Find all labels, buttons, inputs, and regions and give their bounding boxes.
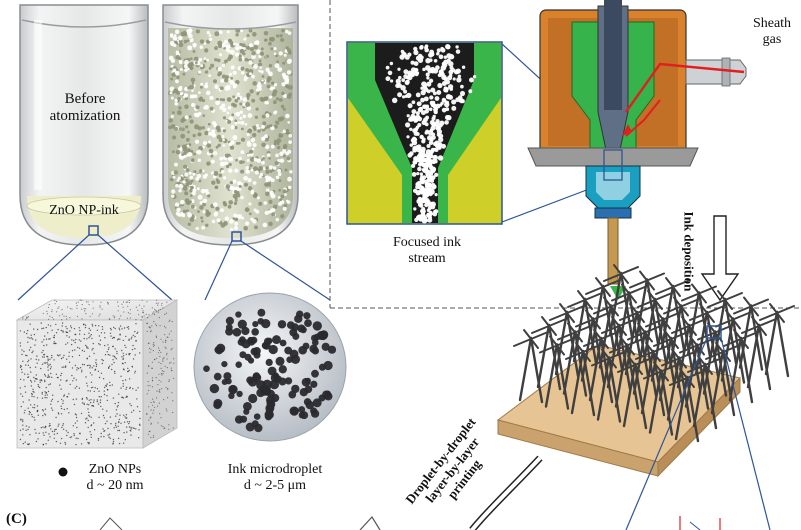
vial-before-atomization bbox=[19, 4, 149, 246]
cube-nanoparticle-dots bbox=[19, 299, 175, 446]
label-zno-line1: ZnO NPs bbox=[88, 462, 142, 477]
label-focused-line2: stream bbox=[408, 251, 446, 267]
label-microdroplet-line2: d ~ 2-5 μm bbox=[243, 478, 307, 494]
zoom-marker-ink bbox=[88, 225, 99, 236]
label-zno-line2: d ~ 20 nm bbox=[86, 478, 144, 494]
label-focused-line1: Focused ink bbox=[392, 235, 462, 250]
label-before-line1: Before bbox=[64, 91, 106, 107]
label-zno-nps: ZnO NPs d ~ 20 nm bbox=[70, 462, 160, 494]
arrow-down-icon bbox=[700, 215, 740, 302]
panel-label-c: (C) bbox=[6, 511, 27, 527]
label-sheath-gas: Sheath gas bbox=[744, 16, 800, 48]
zoom-marker-droplet bbox=[231, 231, 242, 242]
label-before-line2: atomization bbox=[49, 108, 121, 125]
panel-c-preview bbox=[99, 516, 721, 530]
label-before-atomization: Before atomization bbox=[40, 91, 130, 126]
label-sheath-line2: gas bbox=[762, 32, 782, 48]
stream-particles bbox=[385, 43, 477, 224]
vial-after-atomization bbox=[162, 4, 299, 246]
focused-stream-zoom bbox=[346, 41, 503, 225]
label-np-ink: ZnO NP-ink bbox=[49, 203, 119, 218]
lattice-struts bbox=[513, 264, 795, 443]
dot-icon bbox=[58, 467, 68, 477]
ink-microdroplet-sphere bbox=[193, 292, 347, 442]
printed-lattice bbox=[496, 264, 795, 478]
vial-droplet-speckle bbox=[167, 28, 293, 232]
label-sheath-line1: Sheath bbox=[752, 16, 792, 31]
printing-arrow bbox=[469, 455, 543, 530]
label-ink-deposition: Ink deposition bbox=[681, 211, 697, 292]
aerosol-nozzle bbox=[527, 0, 747, 300]
label-ink-microdroplet: Ink microdroplet d ~ 2-5 μm bbox=[205, 462, 345, 494]
label-microdroplet-line1: Ink microdroplet bbox=[227, 462, 323, 477]
nanoparticle-cube bbox=[15, 299, 179, 449]
label-focused-stream: Focused ink stream bbox=[372, 235, 482, 267]
droplet-nanoparticle-dots bbox=[203, 308, 337, 433]
